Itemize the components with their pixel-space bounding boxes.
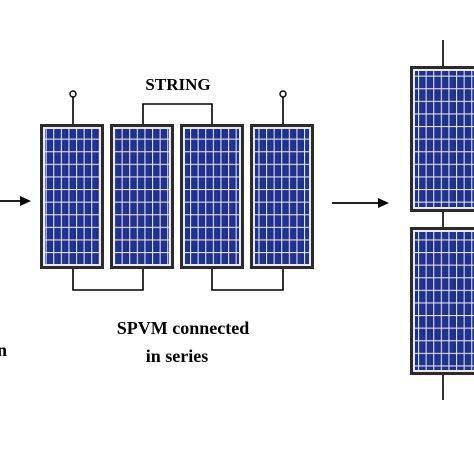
solar-panel-icon — [410, 66, 474, 212]
solar-panel-icon — [40, 124, 104, 269]
solar-panel-icon — [250, 124, 314, 269]
caption-line-2: in series — [146, 346, 209, 366]
arrows — [0, 196, 389, 208]
arrow-right-icon — [332, 198, 389, 208]
terminal-icon — [279, 90, 287, 98]
caption-line-1: SPVM connected — [117, 318, 249, 338]
bottom-link-1-2 — [72, 269, 144, 291]
solar-panel-icon — [110, 124, 174, 269]
solar-panel-icon — [410, 227, 474, 375]
bottom-link-3-4 — [211, 269, 284, 291]
string-label: STRING — [145, 75, 210, 94]
string-panels — [40, 124, 314, 269]
terminals — [69, 90, 287, 98]
left-cut-label: n — [0, 340, 7, 360]
arrow-right-icon — [0, 196, 31, 206]
series-wiring — [72, 40, 444, 400]
array-panels-partial — [410, 66, 474, 375]
solar-panel-icon — [180, 124, 244, 269]
terminal-icon — [69, 90, 77, 98]
top-link-2-3 — [142, 103, 213, 124]
